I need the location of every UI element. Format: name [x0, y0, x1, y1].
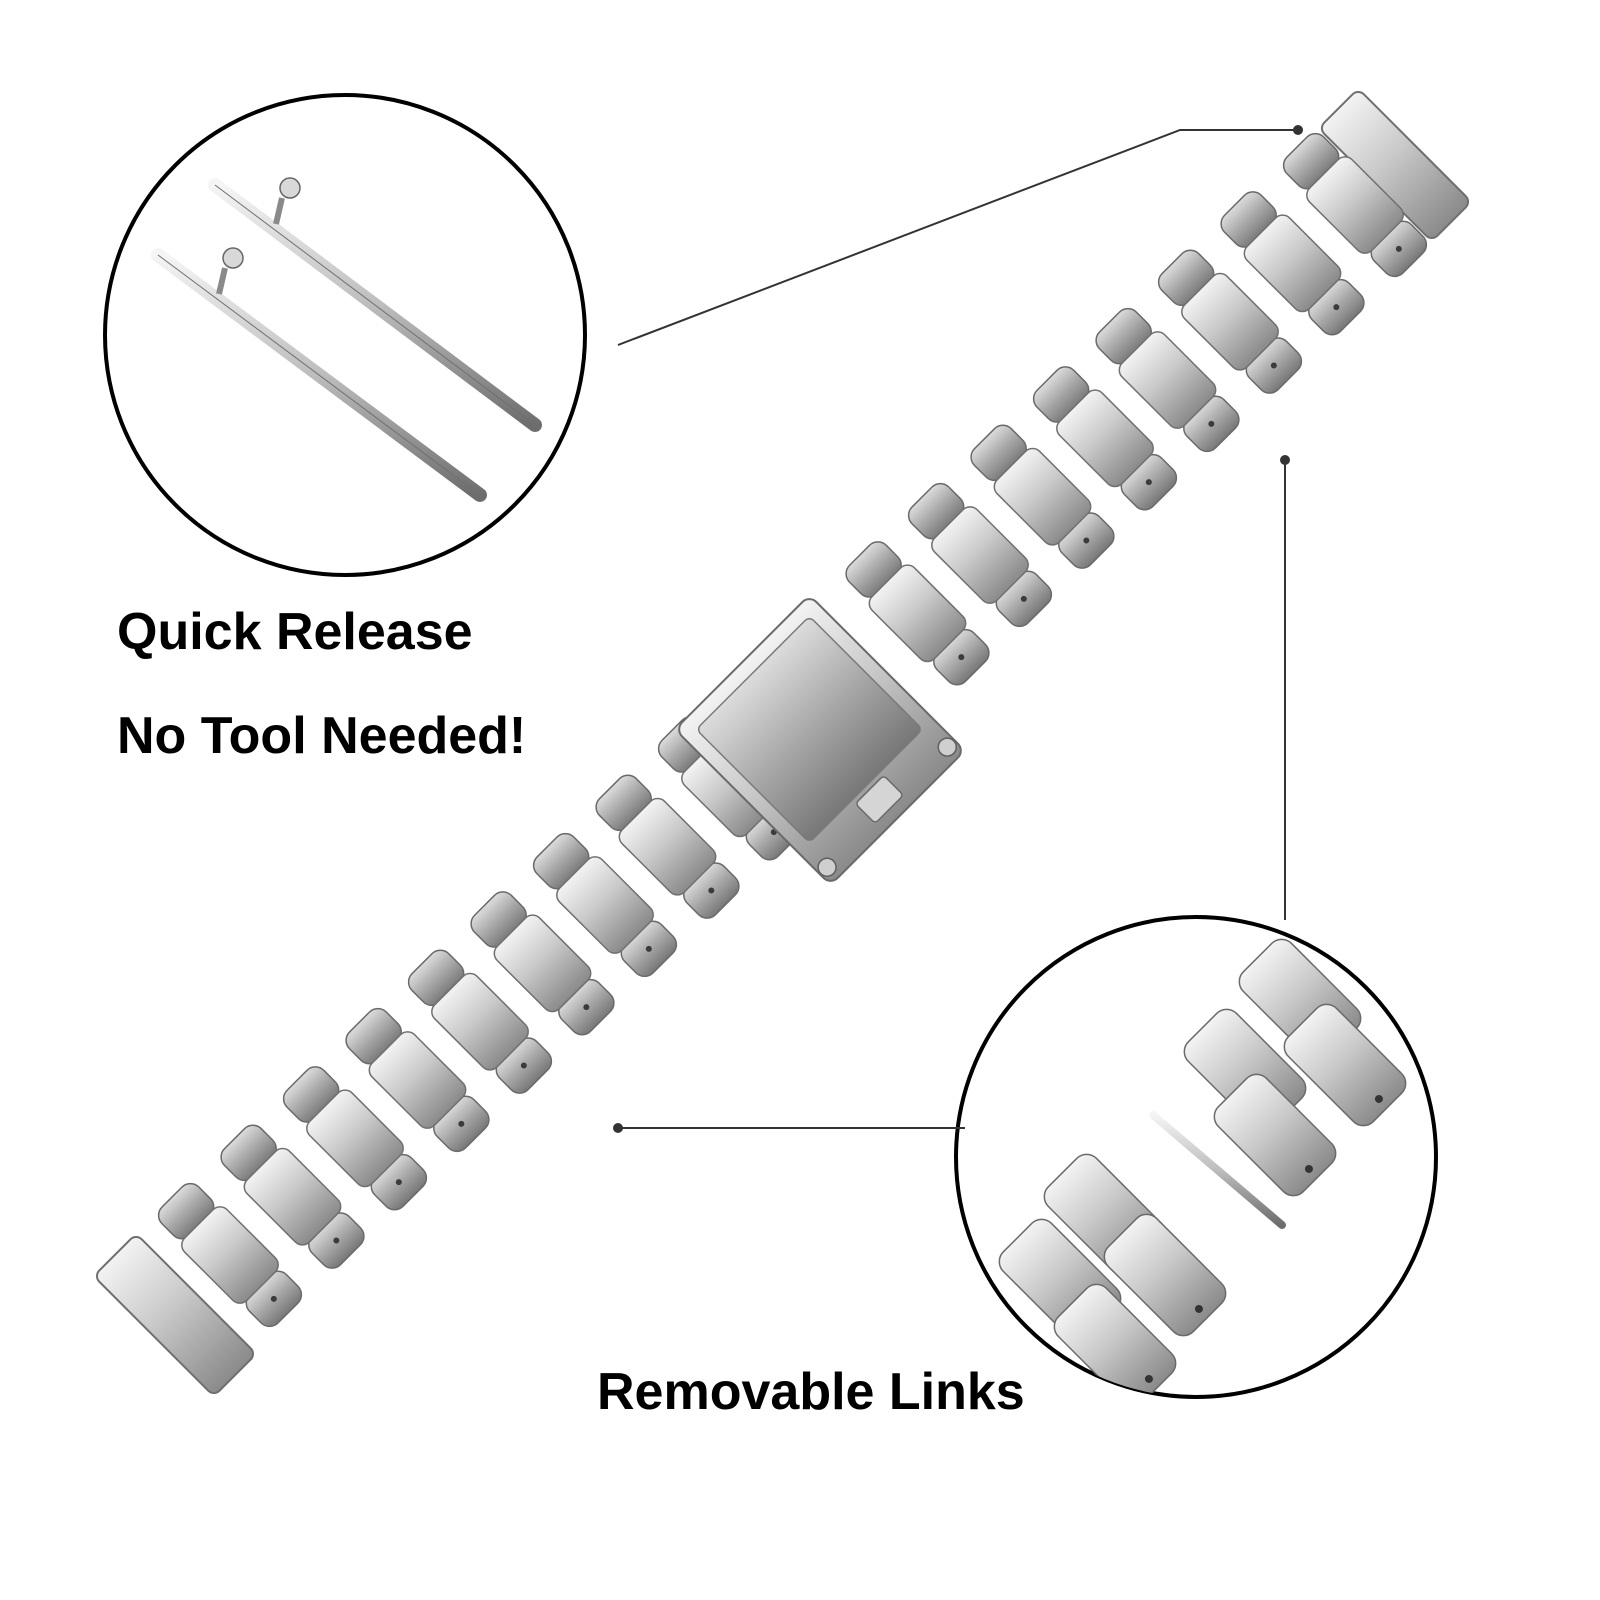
deployment-clasp: [678, 598, 962, 882]
callout-line-quick-release: [617, 129, 1298, 346]
band-link: [157, 1182, 303, 1328]
link-pin: [1149, 1111, 1286, 1229]
spring-bar-2: [151, 247, 487, 502]
band-link: [845, 541, 990, 686]
band-link: [345, 1007, 490, 1153]
spring-bar-1: [208, 177, 542, 432]
band-link: [282, 1066, 428, 1211]
band-link: [220, 1124, 365, 1269]
band-link: [1032, 366, 1178, 511]
band-end-piece-bottom: [95, 1235, 255, 1395]
caption-no-tool-needed: No Tool Needed!: [117, 707, 527, 765]
inset-link: [1053, 1283, 1177, 1397]
band-link: [657, 716, 803, 861]
band-link: [907, 482, 1053, 628]
callout-lines: [617, 129, 1298, 1129]
band-link: [1282, 132, 1428, 278]
removable-links-inset: [954, 915, 1438, 1399]
band-link: [970, 424, 1115, 569]
inset-link: [1283, 1003, 1407, 1127]
inset-link: [1103, 1213, 1227, 1337]
band-link: [1095, 307, 1240, 453]
watch-band: [95, 90, 1470, 1395]
band-link: [532, 832, 678, 978]
band-link: [407, 949, 553, 1094]
band-link: [470, 891, 615, 1036]
quick-release-inset: [103, 93, 587, 577]
callout-dots: [613, 125, 1303, 1133]
inset-link: [1213, 1073, 1337, 1197]
band-link: [1157, 249, 1303, 394]
caption-removable-links: Removable Links: [597, 1363, 1025, 1421]
band-link: [595, 774, 740, 919]
caption-quick-release: Quick Release: [117, 603, 473, 661]
band-link: [1220, 191, 1365, 336]
